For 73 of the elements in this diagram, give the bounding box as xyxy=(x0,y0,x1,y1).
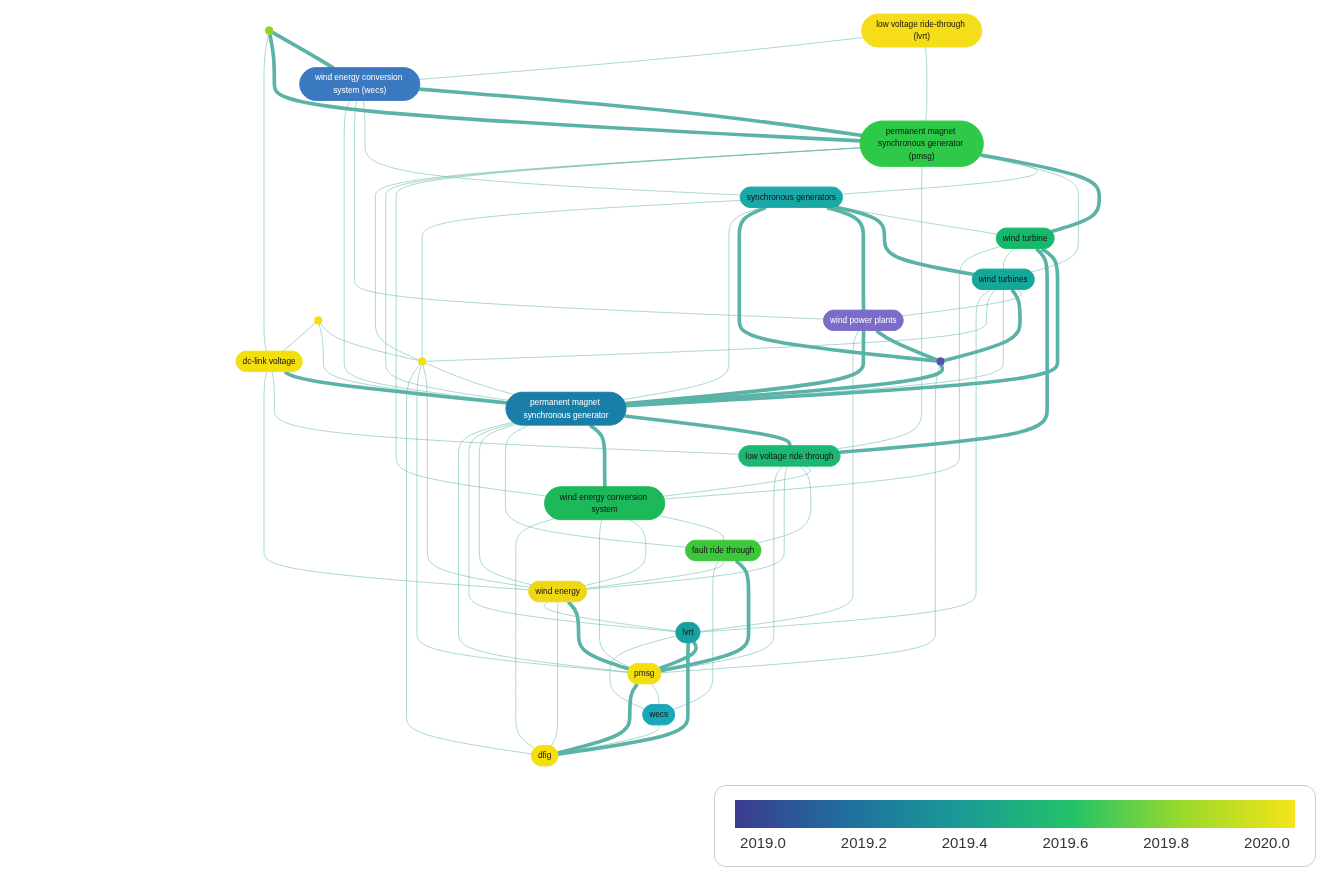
connector xyxy=(586,466,788,590)
connector xyxy=(837,166,923,450)
tick-label: 2019.8 xyxy=(1143,834,1190,851)
connector xyxy=(479,423,533,586)
tick-label: 2019.0 xyxy=(740,834,786,851)
connector xyxy=(625,364,945,407)
connector xyxy=(272,371,740,455)
connector xyxy=(835,205,975,277)
connector xyxy=(551,601,559,747)
connector xyxy=(458,421,629,673)
node-circle xyxy=(936,357,945,366)
connector xyxy=(673,560,719,710)
connector xyxy=(599,519,631,668)
connector xyxy=(609,635,678,710)
tick-label: 2019.2 xyxy=(840,834,887,851)
connector xyxy=(875,329,938,362)
connector xyxy=(268,34,862,143)
connector xyxy=(422,200,742,358)
tick-label: 2020.0 xyxy=(1244,834,1290,851)
node-circle xyxy=(314,316,323,325)
connector xyxy=(264,371,530,591)
connector xyxy=(423,364,531,588)
connector xyxy=(354,100,825,320)
connector xyxy=(626,247,1060,408)
connector xyxy=(625,330,866,406)
connector xyxy=(659,515,725,541)
connector xyxy=(557,682,640,755)
connector xyxy=(584,519,647,586)
connector xyxy=(651,683,660,706)
connector xyxy=(663,466,811,497)
connector xyxy=(264,34,269,352)
connector xyxy=(375,147,862,361)
connector xyxy=(980,153,1102,234)
connector xyxy=(1003,248,1016,270)
connector xyxy=(282,322,316,352)
connector xyxy=(385,147,862,401)
tick-label: 2019.4 xyxy=(941,834,988,851)
connector xyxy=(700,330,860,632)
connector xyxy=(284,370,508,405)
connector xyxy=(660,559,751,673)
connector xyxy=(826,205,866,311)
connector xyxy=(557,642,691,756)
tick-label: 2019.6 xyxy=(1042,834,1089,851)
connector xyxy=(406,364,533,755)
connector xyxy=(426,289,996,362)
connector xyxy=(700,289,991,633)
connector xyxy=(661,364,941,673)
connector xyxy=(664,246,1001,500)
connector xyxy=(469,422,677,632)
connector xyxy=(505,425,688,548)
connector xyxy=(419,87,863,138)
connector xyxy=(419,37,865,80)
connector xyxy=(979,155,1079,273)
connector xyxy=(416,364,629,673)
connector xyxy=(757,466,812,544)
connector xyxy=(902,289,1022,317)
connector xyxy=(625,289,1005,406)
connector xyxy=(839,247,1050,455)
connector xyxy=(320,323,419,361)
connector xyxy=(925,46,928,122)
connector xyxy=(567,600,630,671)
connector xyxy=(737,205,938,363)
connector xyxy=(363,100,742,196)
connector xyxy=(425,362,516,395)
connector xyxy=(586,560,725,589)
node-circle xyxy=(418,357,427,366)
connector xyxy=(515,518,556,749)
connector xyxy=(659,641,699,671)
connector xyxy=(624,414,792,447)
connector xyxy=(660,466,783,672)
node-circle xyxy=(265,26,274,35)
connector xyxy=(944,288,1023,363)
connector xyxy=(544,601,677,632)
